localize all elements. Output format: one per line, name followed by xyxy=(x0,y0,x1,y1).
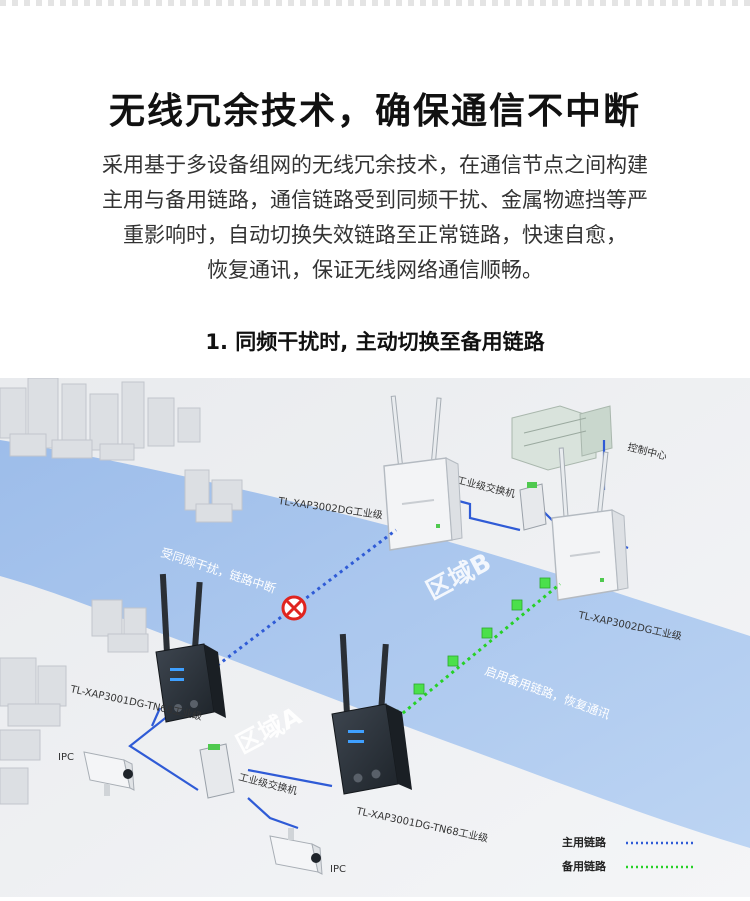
city-buildings-left xyxy=(0,599,149,805)
ipc-camera-left xyxy=(83,751,135,796)
page-title: 无线冗余技术，确保通信不中断 xyxy=(108,91,641,132)
river xyxy=(0,440,750,848)
section-subtitle: 1. 同频干扰时, 主动切换至备用链路 xyxy=(205,330,545,354)
city-buildings-middle xyxy=(184,469,243,523)
top-dotted-strip xyxy=(0,0,750,6)
control-center-building xyxy=(511,405,613,471)
description-line: 采用基于多设备组网的无线冗余技术，在通信节点之间构建 xyxy=(102,153,648,177)
ipc-camera-right xyxy=(269,828,323,875)
outdoor-ap-top-right xyxy=(551,447,629,601)
label-ipc-right: IPC xyxy=(330,864,346,875)
description-line: 重影响时，自动切换失效链路至正常链路，快速自愈， xyxy=(123,223,627,247)
backup-link-line xyxy=(391,582,561,724)
industrial-ap-right xyxy=(331,633,412,795)
description: 采用基于多设备组网的无线冗余技术，在通信节点之间构建 主用与备用链路，通信链路受… xyxy=(40,148,710,288)
legend-primary-label: 主用链路 xyxy=(562,835,607,849)
industrial-switch-top xyxy=(519,482,547,531)
legend-backup-label: 备用链路 xyxy=(561,859,607,873)
outdoor-ap-top-left xyxy=(383,395,463,551)
city-buildings-top-left xyxy=(0,377,201,461)
description-line: 恢复通讯，保证无线网络通信顺畅。 xyxy=(207,258,543,282)
industrial-switch-bottom xyxy=(199,743,235,799)
network-diagram: 控制中心 工业级交换机 TL-XAP3002DG工业级 TL-XAP3002DG… xyxy=(0,377,750,897)
legend: 主用链路 备用链路 xyxy=(561,835,694,873)
label-ipc-left: IPC xyxy=(58,752,74,763)
industrial-ap-left xyxy=(155,573,226,723)
description-line: 主用与备用链路，通信链路受到同频干扰、金属物遮挡等严 xyxy=(102,188,648,212)
interference-x-icon xyxy=(281,595,307,621)
